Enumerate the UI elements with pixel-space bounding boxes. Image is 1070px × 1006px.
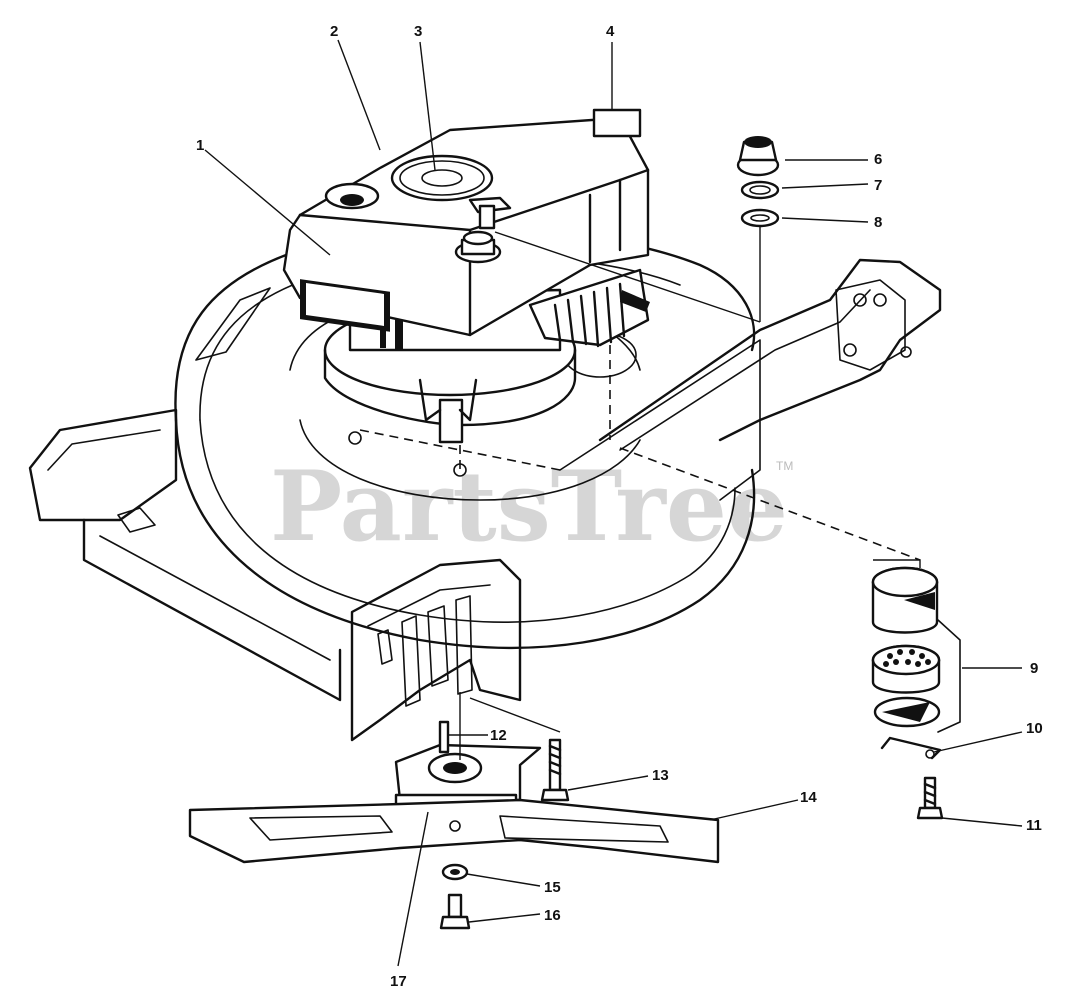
- callout-17: 17: [390, 973, 407, 990]
- callout-10: 10: [1026, 720, 1043, 737]
- callout-11: 11: [1026, 817, 1042, 834]
- watermark-text: PartsTree: [270, 450, 788, 563]
- callout-1: 1: [196, 137, 204, 154]
- callout-12: 12: [490, 727, 507, 744]
- callout-9: 9: [1030, 660, 1038, 677]
- callout-3: 3: [414, 23, 422, 40]
- cylinder-fins: [553, 282, 626, 348]
- engine: [282, 116, 650, 444]
- watermark-trademark: TM: [776, 459, 793, 473]
- blade-adapter: [394, 692, 570, 811]
- muffler-assembly: [871, 559, 961, 820]
- callout-16: 16: [544, 907, 561, 924]
- callout-4: 4: [606, 23, 615, 40]
- callout-13: 13: [652, 767, 669, 784]
- cap-assembly: [494, 136, 780, 323]
- callout-14: 14: [800, 789, 817, 806]
- blade: [188, 798, 720, 864]
- callout-15: 15: [544, 879, 561, 896]
- callout-labels: 1 2 3 4 6 7 8 9 10 11 12 13 14 15 16 17: [196, 23, 1043, 990]
- callout-2: 2: [330, 23, 338, 40]
- blade-bolt: [439, 863, 471, 930]
- leader-lines: [204, 39, 1023, 967]
- decal: [592, 108, 642, 138]
- callout-8: 8: [874, 214, 882, 231]
- callout-7: 7: [874, 177, 882, 194]
- callout-6: 6: [874, 151, 882, 168]
